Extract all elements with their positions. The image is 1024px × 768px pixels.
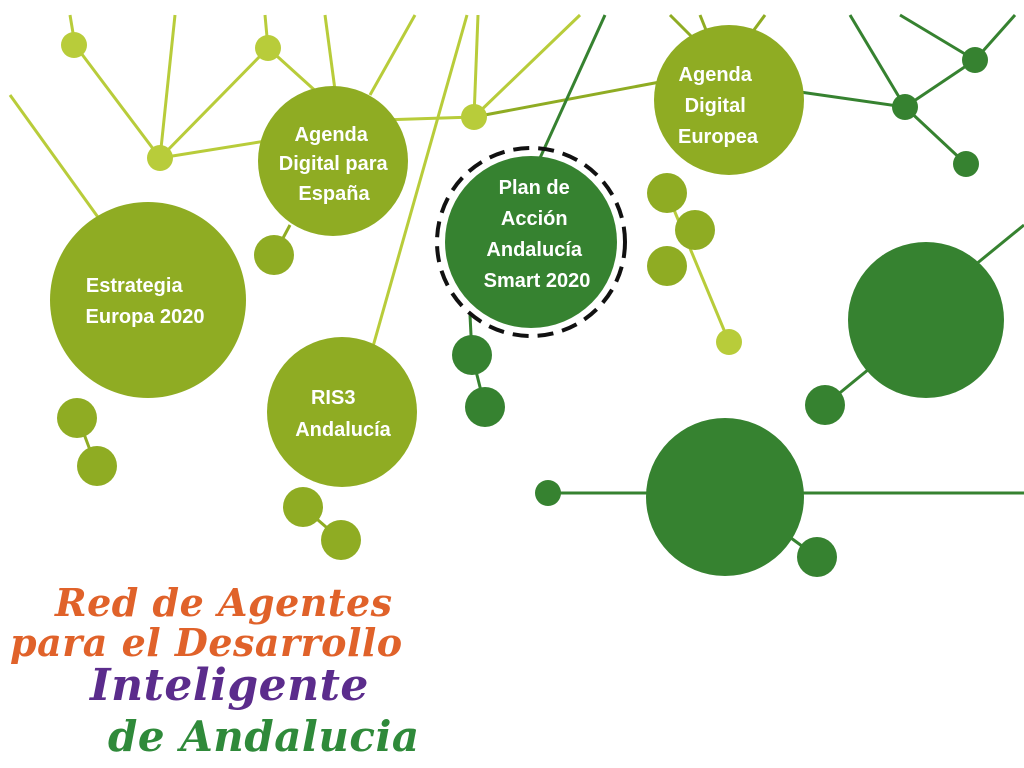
svg-text:Agenda Digital Eur: Agenda Digital Europea (678, 64, 759, 148)
large-empty-node (848, 242, 1004, 398)
network-dot (255, 35, 281, 61)
highlight-dashed-ring (435, 146, 627, 338)
node-label-line: Europea (678, 126, 759, 148)
logo-line: Inteligente (90, 660, 369, 711)
node-label-line: Acción (501, 208, 568, 230)
connector-line (472, 14, 480, 118)
node-estrategia-europa: Estrategia Europa 2020 (50, 202, 246, 398)
network-dot (535, 480, 561, 506)
connector-line (799, 90, 906, 109)
network-dot (61, 32, 87, 58)
connector-line (368, 14, 417, 96)
network-dot (254, 235, 294, 275)
network-dot (465, 387, 505, 427)
svg-text:RIS3 Andalucía: RIS3 Andalucía (295, 387, 391, 441)
svg-text:Plan de Acción And: Plan de Acción Andalucía Smart 2020 (484, 177, 591, 292)
network-dot (452, 335, 492, 375)
node-label-line: Europa 2020 (86, 306, 205, 328)
node-ris3-andalucia: RIS3 Andalucía (267, 337, 417, 487)
connector-line (899, 13, 976, 62)
network-dot (647, 173, 687, 213)
connector-line (323, 14, 337, 91)
network-dot (675, 210, 715, 250)
connector-line (665, 192, 731, 343)
logo-line: Red de Agentes (55, 580, 393, 625)
connector-line (472, 13, 582, 119)
network-dot (962, 47, 988, 73)
node-label-line: RIS3 (311, 387, 355, 409)
network-dot (461, 104, 487, 130)
connector-line (159, 138, 273, 160)
node-label-line: Andalucía (295, 419, 391, 441)
node-label-line: Estrategia (86, 275, 184, 297)
connector-line (903, 105, 968, 166)
connector-line (974, 223, 1024, 267)
network-dot (797, 537, 837, 577)
connector-line (904, 58, 976, 109)
logo-line: de Andalucia (108, 712, 420, 761)
network-dot (321, 520, 361, 560)
network-dot (283, 487, 323, 527)
network-dot (716, 329, 742, 355)
connector-line (158, 46, 270, 160)
svg-text:Estrategia Europa 2020: Estrategia Europa 2020 (86, 275, 205, 328)
node-label-line: Digital (685, 95, 746, 117)
node-label-line: Agenda (295, 124, 369, 146)
node-label-line: Smart 2020 (484, 270, 591, 292)
connector-line (538, 14, 607, 159)
node-plan-accion-andalucia: Plan de Acción Andalucía Smart 2020 (435, 146, 627, 338)
large-empty-node (646, 418, 804, 576)
logo-line: para el Desarrollo (10, 620, 403, 665)
connector-line (370, 14, 469, 351)
network-dot (805, 385, 845, 425)
node-agenda-espana: Agenda Digital para España (258, 86, 408, 236)
node-label-line: Digital para (279, 153, 389, 175)
node-label-line: España (298, 183, 370, 205)
connector-line (848, 14, 907, 108)
node-label-line: Andalucía (486, 239, 582, 261)
node-label-line: Plan de (499, 177, 570, 199)
connector-line (379, 115, 475, 122)
node-label-line: Agenda (679, 64, 753, 86)
connector-line (73, 44, 162, 159)
network-dot (77, 446, 117, 486)
connector-line (8, 94, 102, 221)
network-dot (953, 151, 979, 177)
small-dots (57, 32, 988, 577)
network-dot (147, 145, 173, 171)
network-dot (892, 94, 918, 120)
network-dot (647, 246, 687, 286)
connector-line (158, 14, 177, 159)
node-agenda-europea: Agenda Digital Europea (654, 25, 804, 175)
svg-text:Agenda Digital para: Agenda Digital para España (279, 124, 393, 205)
network-dot (57, 398, 97, 438)
